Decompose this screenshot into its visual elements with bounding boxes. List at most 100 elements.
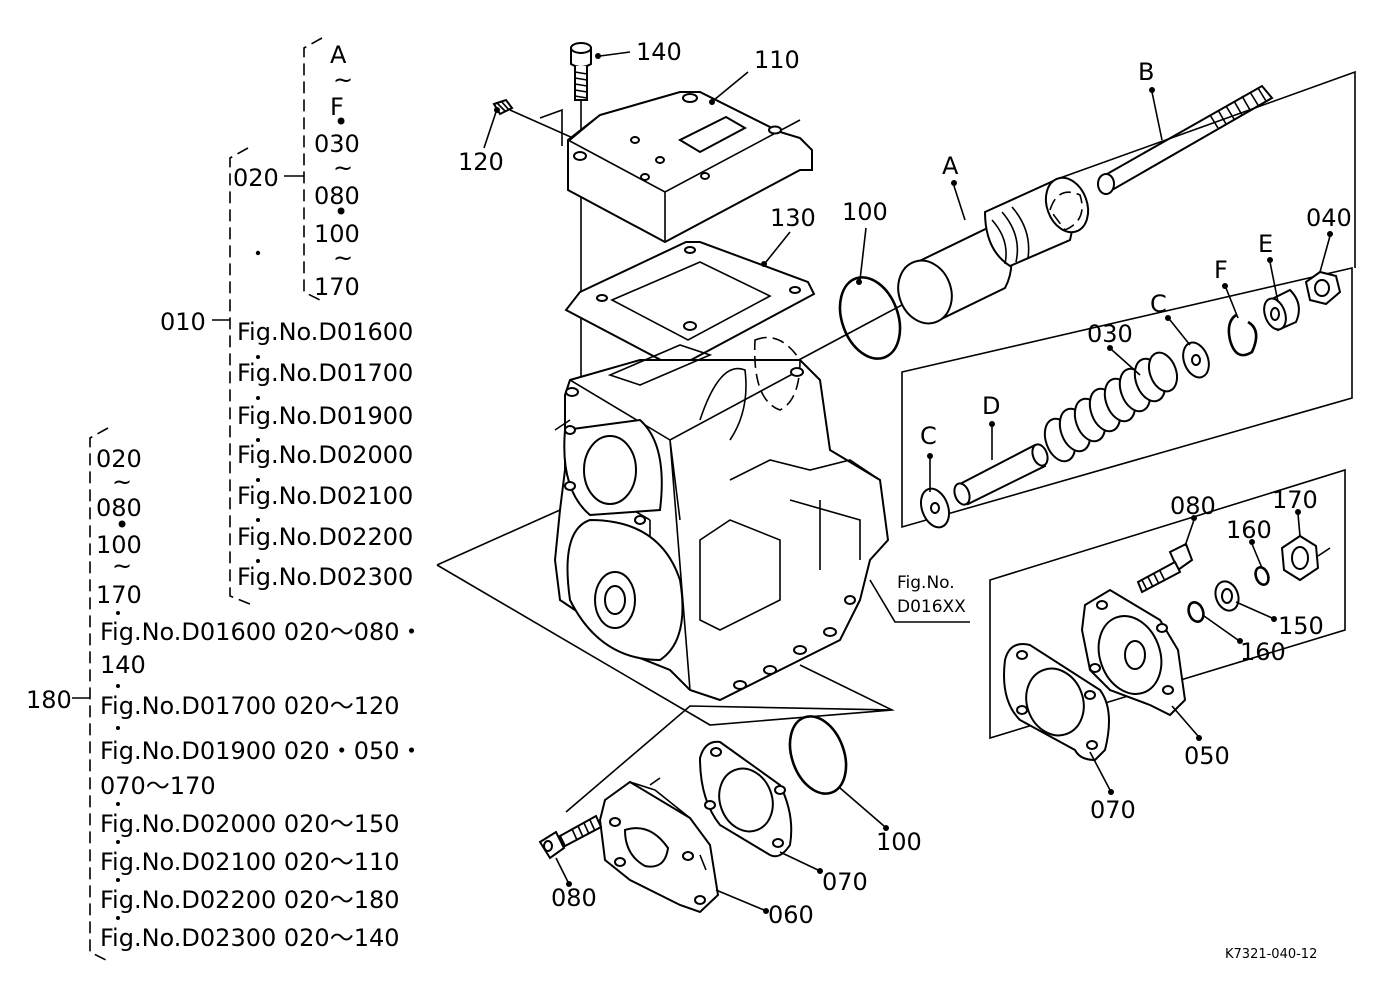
bracket-020 [303, 37, 323, 301]
o-ring-100-lower [788, 715, 848, 795]
frame-cover-group [989, 468, 1346, 740]
tree-180-item: • [115, 511, 129, 539]
callout-150: 150 [1278, 612, 1324, 640]
frame-spool-group [1059, 70, 1356, 268]
frame-spring-group [901, 266, 1353, 529]
washer-c-left [919, 487, 951, 529]
tree-010-ref: Fig.No.D02300 [237, 563, 413, 591]
tree-010-label: 010 [160, 308, 206, 336]
callout-140: 140 [636, 38, 682, 66]
tree-010-ref: Fig.No.D01600 [237, 318, 413, 346]
tree-180-item: ~ [112, 552, 132, 580]
collar-e [1263, 288, 1300, 332]
tree-010-ref: Fig.No.D02000 [237, 441, 413, 469]
callout-120: 120 [458, 148, 504, 176]
bolt-080-lower [538, 814, 603, 860]
callout-100-lower: 100 [876, 828, 922, 856]
callout-b: B [1138, 58, 1154, 86]
bracket-010 [229, 147, 251, 605]
callout-040: 040 [1306, 204, 1352, 232]
tree-020-item: ~ [333, 154, 353, 182]
callout-130: 130 [770, 204, 816, 232]
tree-020-item: • [334, 108, 348, 136]
hierarchy-tree: A ~ F • 030 ~ 080 • 100 ~ 170 020 010 Fi… [26, 37, 424, 963]
tree-180-ref: Fig.No.D02100 020～110 [100, 848, 400, 876]
callout-070-lower: 070 [822, 868, 868, 896]
tree-010-ref: Fig.No.D02200 [237, 523, 413, 551]
plug-150 [1214, 580, 1240, 612]
callout-c-right: C [1150, 290, 1167, 318]
tree-020-item: ~ [333, 244, 353, 272]
callout-110: 110 [754, 46, 800, 74]
tree-180-item: ~ [112, 468, 132, 496]
washer-c-right [1182, 341, 1210, 379]
callout-080-lower: 080 [551, 884, 597, 912]
leader-lines [483, 51, 1333, 914]
snap-ring-f [1227, 313, 1258, 357]
tree-180-ref: 070～170 [100, 772, 216, 800]
tree-180-ref: Fig.No.D01700 020～120 [100, 692, 400, 720]
pipe-d [953, 443, 1049, 506]
tree-020-item: 080 [314, 182, 360, 210]
tree-020-item: F [330, 93, 344, 121]
callout-050: 050 [1184, 742, 1230, 770]
callout-070-right: 070 [1090, 796, 1136, 824]
callout-100-upper: 100 [842, 198, 888, 226]
cover-060 [598, 777, 720, 914]
tree-020-item: ~ [333, 66, 353, 94]
tree-010-ref: Fig.No.D01900 [237, 402, 413, 430]
tree-010-ref: Fig.No.D02100 [237, 482, 413, 510]
gasket-070-right [1003, 643, 1110, 762]
tree-180-item: 080 [96, 494, 142, 522]
callout-d: D [982, 392, 1000, 420]
cover-plate-110 [539, 91, 813, 244]
tree-020-item: A [330, 41, 347, 69]
valve-housing [553, 336, 890, 702]
spool-a [897, 176, 1090, 325]
bolt-080-right [1136, 542, 1194, 594]
frame-lower-group [565, 705, 893, 813]
o-ring-160-upper [1254, 565, 1270, 587]
tree-180-ref: Fig.No.D02200 020～180 [100, 886, 400, 914]
tree-180-ref: Fig.No.D01900 020・050・ [100, 737, 424, 765]
callout-e: E [1258, 230, 1273, 258]
tree-180-item: 170 [96, 581, 142, 609]
tree-180-item: 020 [96, 445, 142, 473]
callout-160-lower: 160 [1240, 638, 1286, 666]
fig-ref-line1: Fig.No. [897, 573, 955, 593]
gasket-070-lower [698, 740, 793, 858]
callout-f: F [1214, 256, 1228, 284]
gasket-130 [564, 241, 816, 370]
tree-020-item: • [334, 198, 348, 226]
tree-020-item: 100 [314, 220, 360, 248]
callout-labels: 140 110 120 130 100 A B 040 E F C 030 D … [458, 38, 1352, 962]
tree-020-item: 170 [314, 273, 360, 301]
tree-180-ref: Fig.No.D01600 020～080・ [100, 618, 424, 646]
o-ring-160-lower [1187, 601, 1205, 623]
screw-140 [570, 42, 592, 101]
tree-180-item: 100 [96, 531, 142, 559]
callout-160-upper: 160 [1226, 516, 1272, 544]
rod-b [1097, 84, 1274, 195]
tree-180-ref: Fig.No.D02000 020～150 [100, 810, 400, 838]
fig-ref-line2: D016XX [897, 597, 966, 617]
tree-180-ref: Fig.No.D02300 020～140 [100, 924, 400, 952]
callout-080-right: 080 [1170, 492, 1216, 520]
cover-050 [1080, 588, 1187, 717]
callout-030: 030 [1087, 320, 1133, 348]
tree-180-ref: 140 [100, 651, 146, 679]
tree-010-ref: Fig.No.D01700 [237, 359, 413, 387]
drawing-id: K7321-040-12 [1225, 947, 1317, 962]
tree-020-item: 030 [314, 130, 360, 158]
nut-170 [1280, 534, 1331, 582]
spring-030 [1043, 351, 1179, 463]
callout-c-left: C [920, 422, 937, 450]
tree-180-label: 180 [26, 686, 72, 714]
tree-020-label: 020 [233, 164, 279, 192]
bracket-180 [89, 427, 111, 963]
callout-170: 170 [1272, 486, 1318, 514]
callout-a: A [942, 152, 959, 180]
exploded-view [436, 42, 1356, 914]
callout-060: 060 [768, 901, 814, 929]
